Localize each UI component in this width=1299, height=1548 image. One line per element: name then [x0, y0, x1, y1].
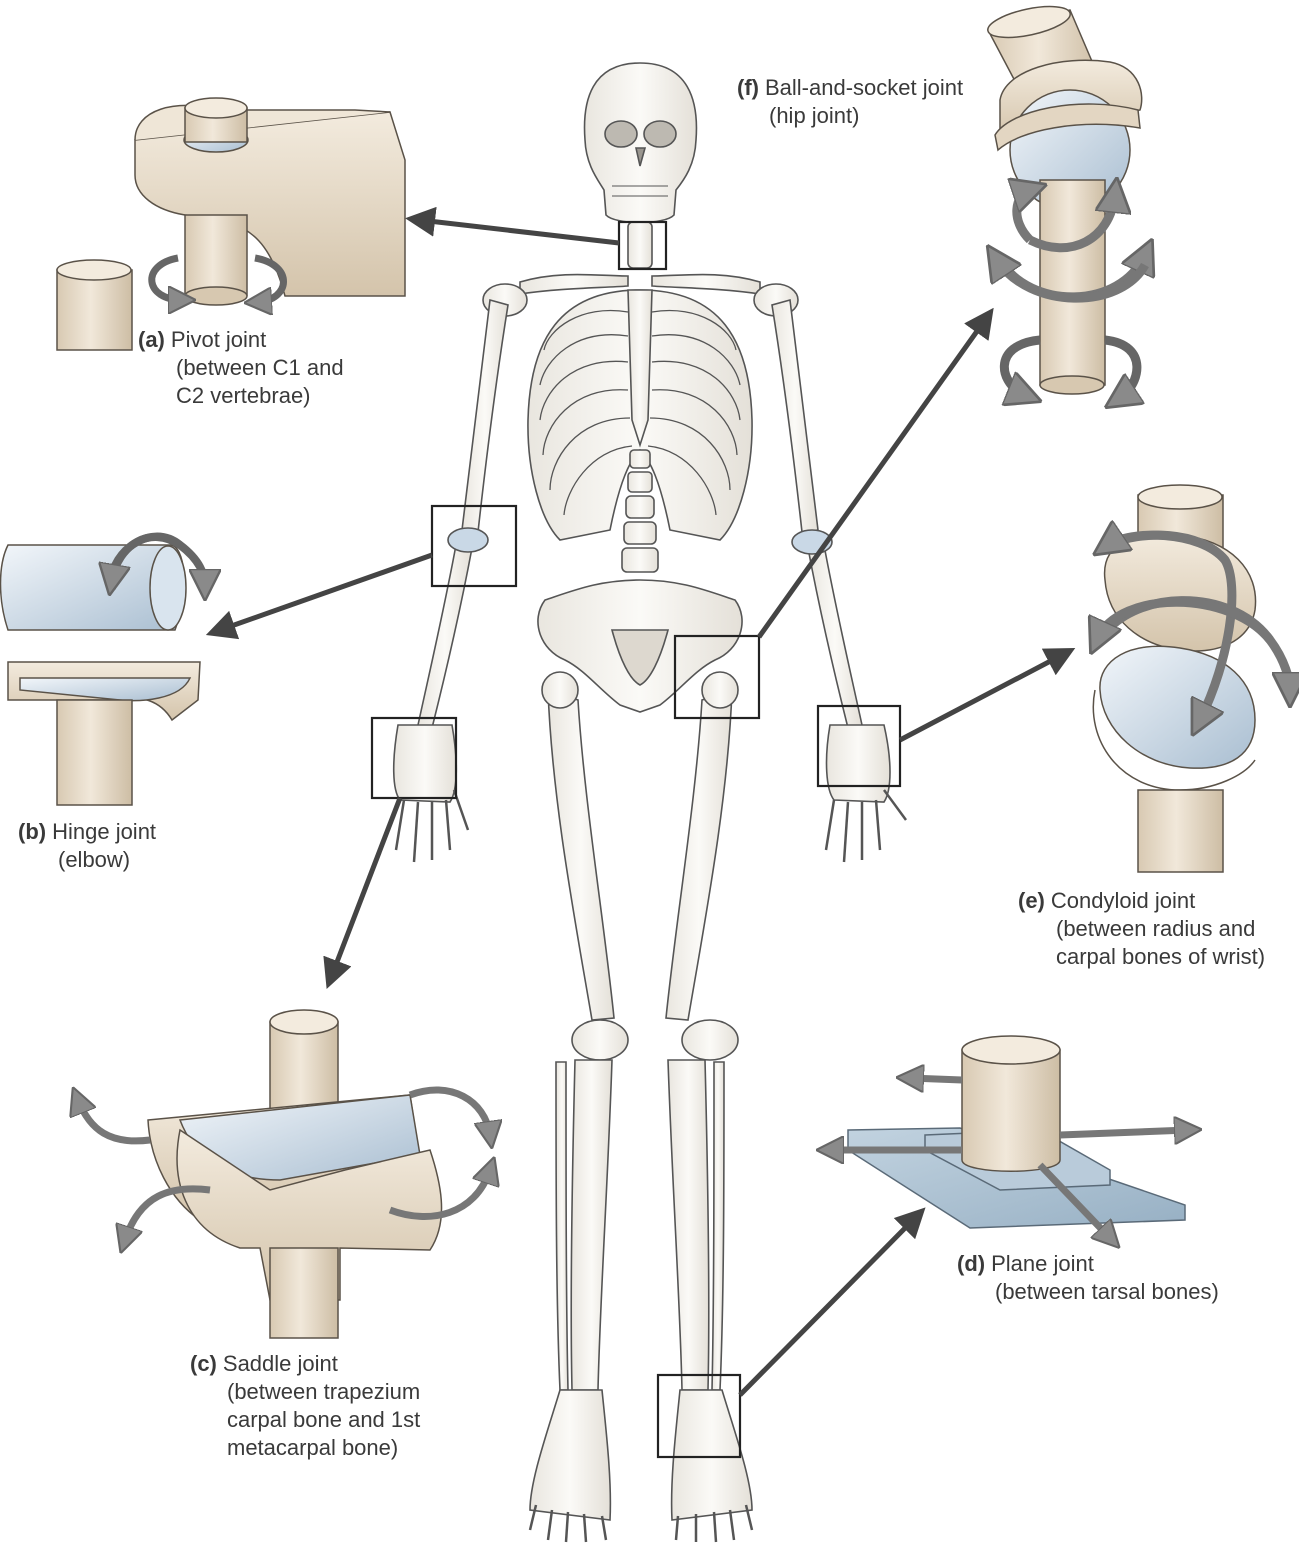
clavicle-left [519, 273, 629, 295]
knee-right [681, 1019, 739, 1061]
humerus-right [771, 298, 819, 533]
label-a-line-2: C2 vertebrae) [176, 383, 311, 408]
plane-joint-model [830, 1035, 1188, 1238]
sternum [627, 289, 653, 448]
tibia-left [570, 1059, 613, 1391]
label-c-title: Saddle joint [222, 1351, 338, 1376]
label-c-line-3: metacarpal bone) [227, 1435, 399, 1460]
callout-box-right-wrist [816, 704, 902, 788]
arrow-to-hinge [205, 552, 433, 640]
label-a-letter: (a) [138, 327, 165, 352]
label-f-letter: (f) [737, 75, 759, 100]
label-f-title: Ball-and-socket joint [764, 75, 964, 100]
foot-right [670, 1389, 753, 1521]
pointer-arrows [205, 206, 1076, 1397]
arrow-to-condyloid [898, 648, 1076, 743]
label-plane-joint: (d)Plane joint (between tarsal bones) [957, 1250, 1219, 1306]
label-e-line-1: (between radius and [1056, 916, 1256, 941]
label-c-letter: (c) [190, 1351, 217, 1376]
label-e-letter: (e) [1018, 888, 1045, 913]
label-saddle-joint: (c)Saddle joint (between trapezium carpa… [190, 1350, 420, 1462]
ball-and-socket-joint-model [985, 5, 1145, 398]
label-pivot-joint: (a)Pivot joint (between C1 and C2 verteb… [138, 326, 344, 410]
condyloid-joint-model [1093, 484, 1290, 873]
clavicle-right [651, 273, 761, 295]
arrow-to-saddle [323, 797, 403, 990]
hand-right [825, 724, 891, 803]
callout-box-left-wrist [370, 716, 458, 800]
tibia-right [667, 1059, 710, 1391]
label-e-line-2: carpal bones of wrist) [1056, 944, 1266, 969]
label-e-title: Condyloid joint [1050, 888, 1196, 913]
label-d-title: Plane joint [991, 1251, 1094, 1276]
label-c-line-2: carpal bone and 1st [227, 1407, 421, 1432]
knee-left [571, 1019, 629, 1061]
callout-box-hip [673, 634, 761, 720]
label-a-title: Pivot joint [170, 327, 267, 352]
label-a-line-1: (between C1 and [176, 355, 344, 380]
callout-box-elbow [430, 504, 518, 588]
label-d-letter: (d) [957, 1251, 986, 1276]
label-c-line-1: (between trapezium [227, 1379, 421, 1404]
skull [583, 62, 698, 224]
label-d-line-1: (between tarsal bones) [995, 1279, 1219, 1304]
femur-right [665, 688, 733, 1021]
saddle-joint-model [78, 1009, 490, 1339]
skeleton-figure [392, 62, 908, 1543]
forearm-right [807, 544, 863, 729]
foot-left [529, 1389, 612, 1521]
label-f-line-1: (hip joint) [769, 103, 860, 128]
pivot-joint-model [134, 97, 406, 305]
arrow-to-plane [738, 1207, 926, 1397]
hand-left [392, 724, 458, 803]
label-b-line-1: (elbow) [58, 847, 131, 872]
hinge-joint-model [0, 259, 206, 806]
label-b-title: Hinge joint [52, 819, 157, 844]
label-condyloid-joint: (e)Condyloid joint (between radius and c… [1018, 887, 1265, 971]
label-hinge-joint: (b)Hinge joint (elbow) [18, 818, 156, 874]
label-ball-and-socket-joint: (f)Ball-and-socket joint (hip joint) [737, 74, 963, 130]
forearm-left [417, 544, 473, 729]
humerus-left [461, 298, 509, 533]
cervical-spine [627, 221, 653, 269]
femur-left [547, 688, 615, 1021]
label-b-letter: (b) [18, 819, 47, 844]
lumbar-spine [621, 449, 659, 573]
arrow-to-ball-socket [756, 307, 994, 639]
callout-box-ankle [656, 1373, 742, 1459]
callout-boxes [370, 220, 902, 1459]
callout-box-neck [617, 220, 668, 271]
arrow-to-pivot [405, 206, 620, 246]
